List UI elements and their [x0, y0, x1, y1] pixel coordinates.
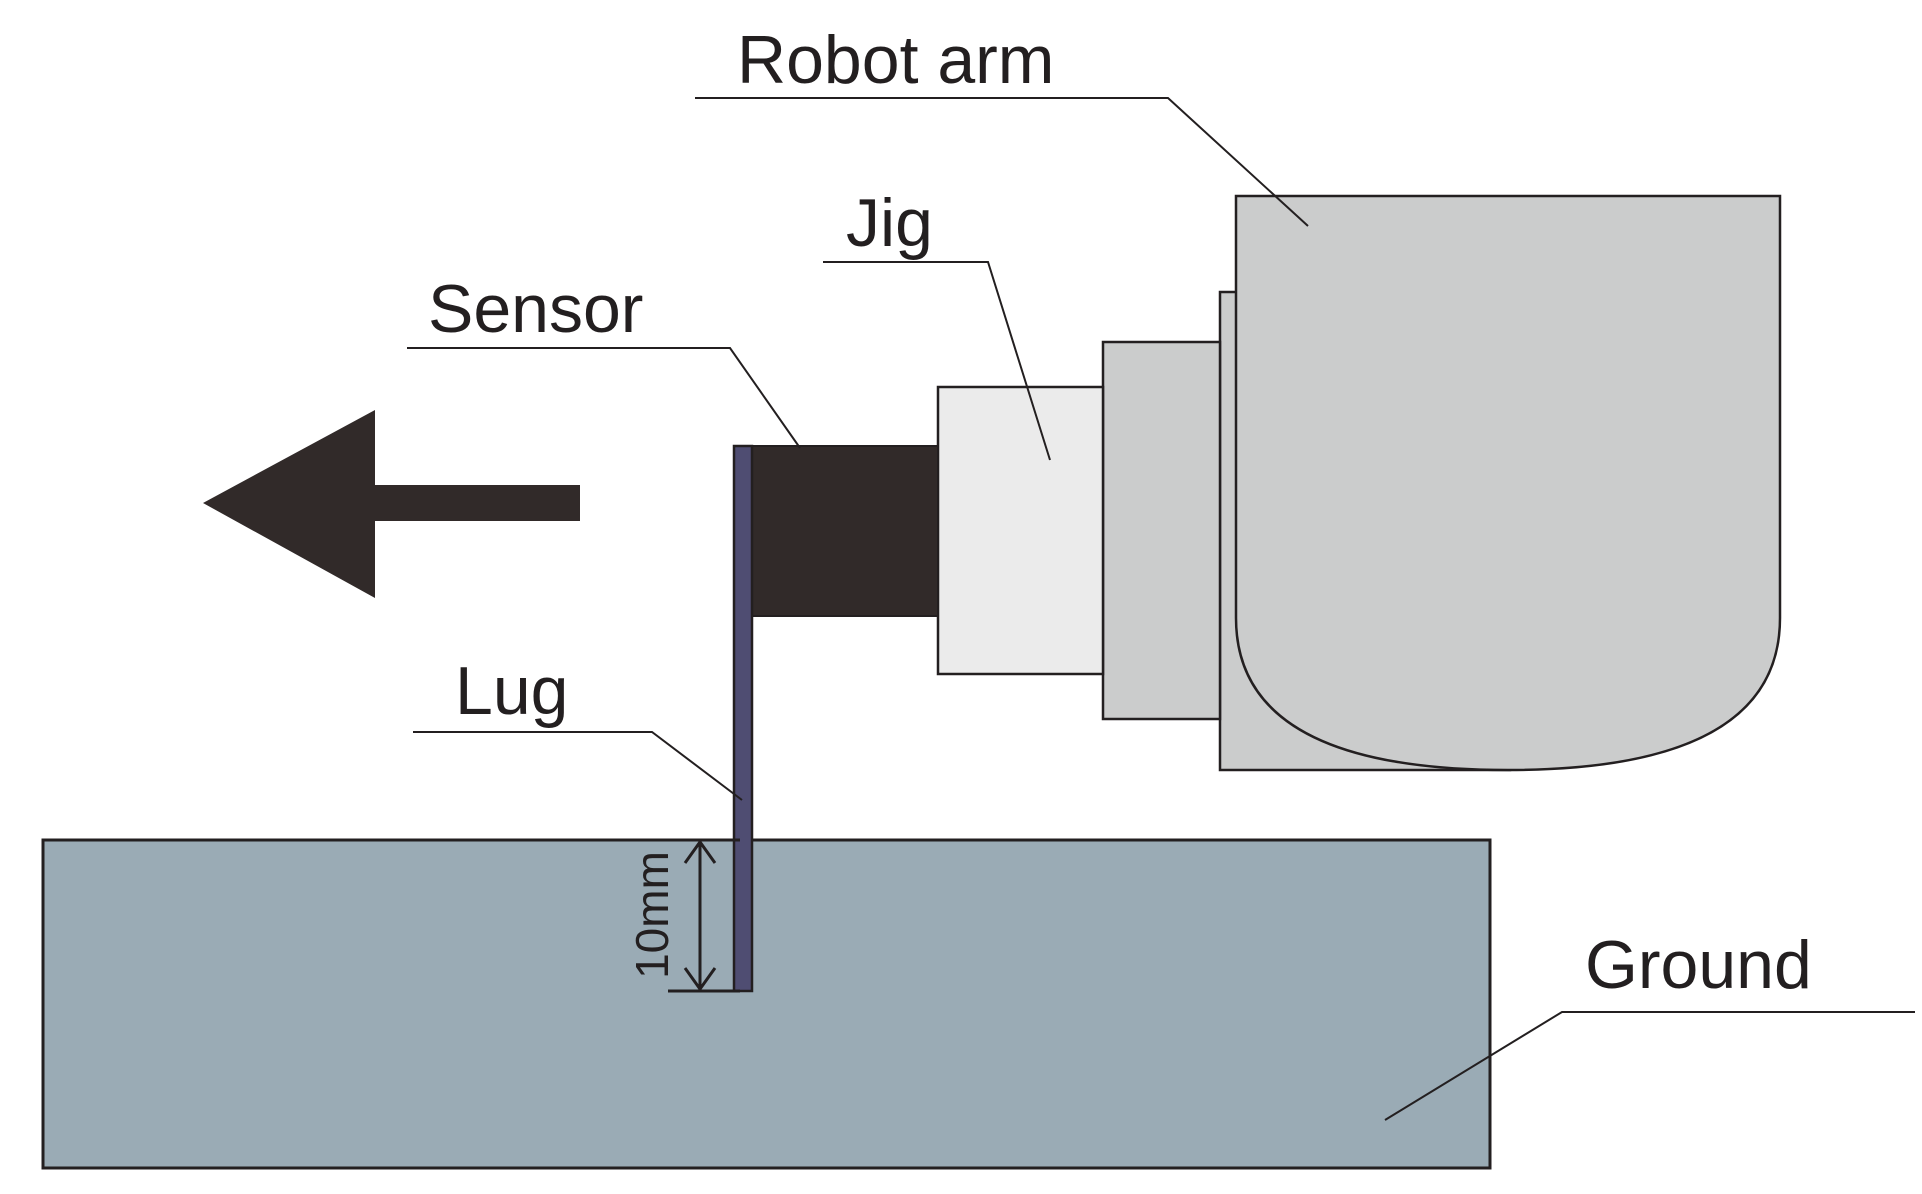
- robot-arm-flange: [1101, 340, 1222, 721]
- robot-arm-leader: [695, 97, 1309, 227]
- depth-dimension-label: 10mm: [626, 851, 678, 979]
- robot-arm: [1101, 194, 1782, 772]
- jig-block: [936, 385, 1105, 676]
- robot-arm-label: Robot arm: [737, 22, 1054, 98]
- ground-block: [41, 838, 1492, 1170]
- robot-arm-body: [1234, 194, 1782, 772]
- sensor-label: Sensor: [428, 271, 643, 347]
- lug-plate: [732, 444, 754, 993]
- lug-label: Lug: [455, 653, 568, 729]
- jig-label: Jig: [846, 185, 933, 261]
- lug-leader: [413, 731, 743, 801]
- ground-leader: [1384, 1011, 1915, 1121]
- double-arrow-vertical-icon: [668, 838, 740, 993]
- sensor-block: [749, 445, 939, 617]
- jig-leader: [823, 261, 1051, 461]
- arrow-left-icon: [203, 410, 580, 598]
- leader-lines: [407, 97, 1915, 1121]
- sensor-leader: [407, 347, 801, 449]
- ground-label: Ground: [1585, 927, 1812, 1003]
